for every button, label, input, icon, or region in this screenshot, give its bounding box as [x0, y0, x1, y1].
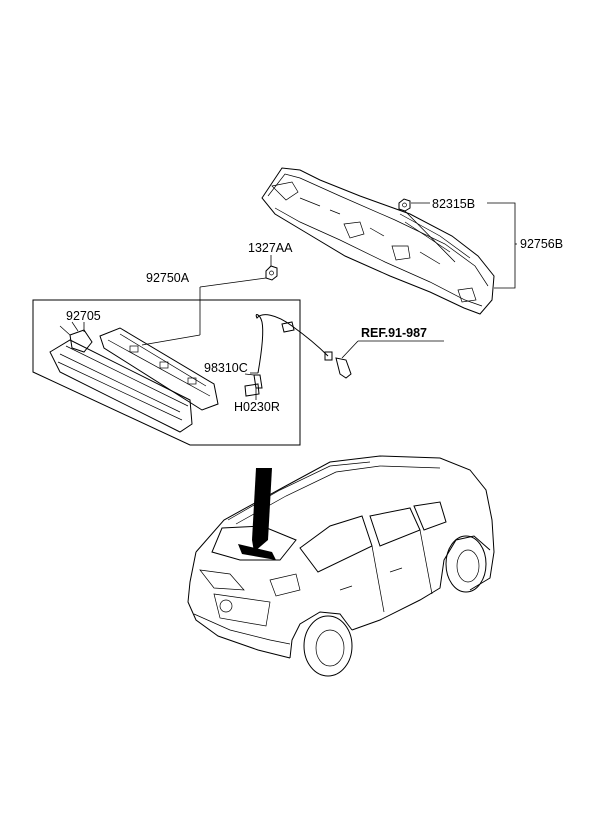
label-1327AA[interactable]: 1327AA: [248, 241, 293, 255]
label-H0230R[interactable]: H0230R: [234, 400, 280, 414]
lamp-pointer: [238, 468, 276, 560]
cover-nut-part: [398, 198, 411, 212]
label-82315B[interactable]: 82315B: [432, 197, 475, 211]
cover-leaders: [404, 202, 517, 289]
label-92750A[interactable]: 92750A: [146, 271, 190, 285]
label-92756B[interactable]: 92756B: [520, 237, 563, 251]
wiring-harness-part: [244, 314, 352, 397]
label-92705[interactable]: 92705: [66, 309, 101, 323]
reference-leader: [341, 340, 444, 359]
connector-leader: [244, 373, 255, 376]
label-reference[interactable]: REF.91-987: [361, 326, 427, 340]
vehicle-illustration: [187, 455, 495, 677]
label-98310C[interactable]: 98310C: [204, 361, 248, 375]
spoiler-cover-part: [261, 167, 495, 315]
lamp-assembly-box: [32, 299, 301, 446]
top-nut-part: [199, 255, 278, 300]
stop-lamp-part: [49, 321, 219, 433]
